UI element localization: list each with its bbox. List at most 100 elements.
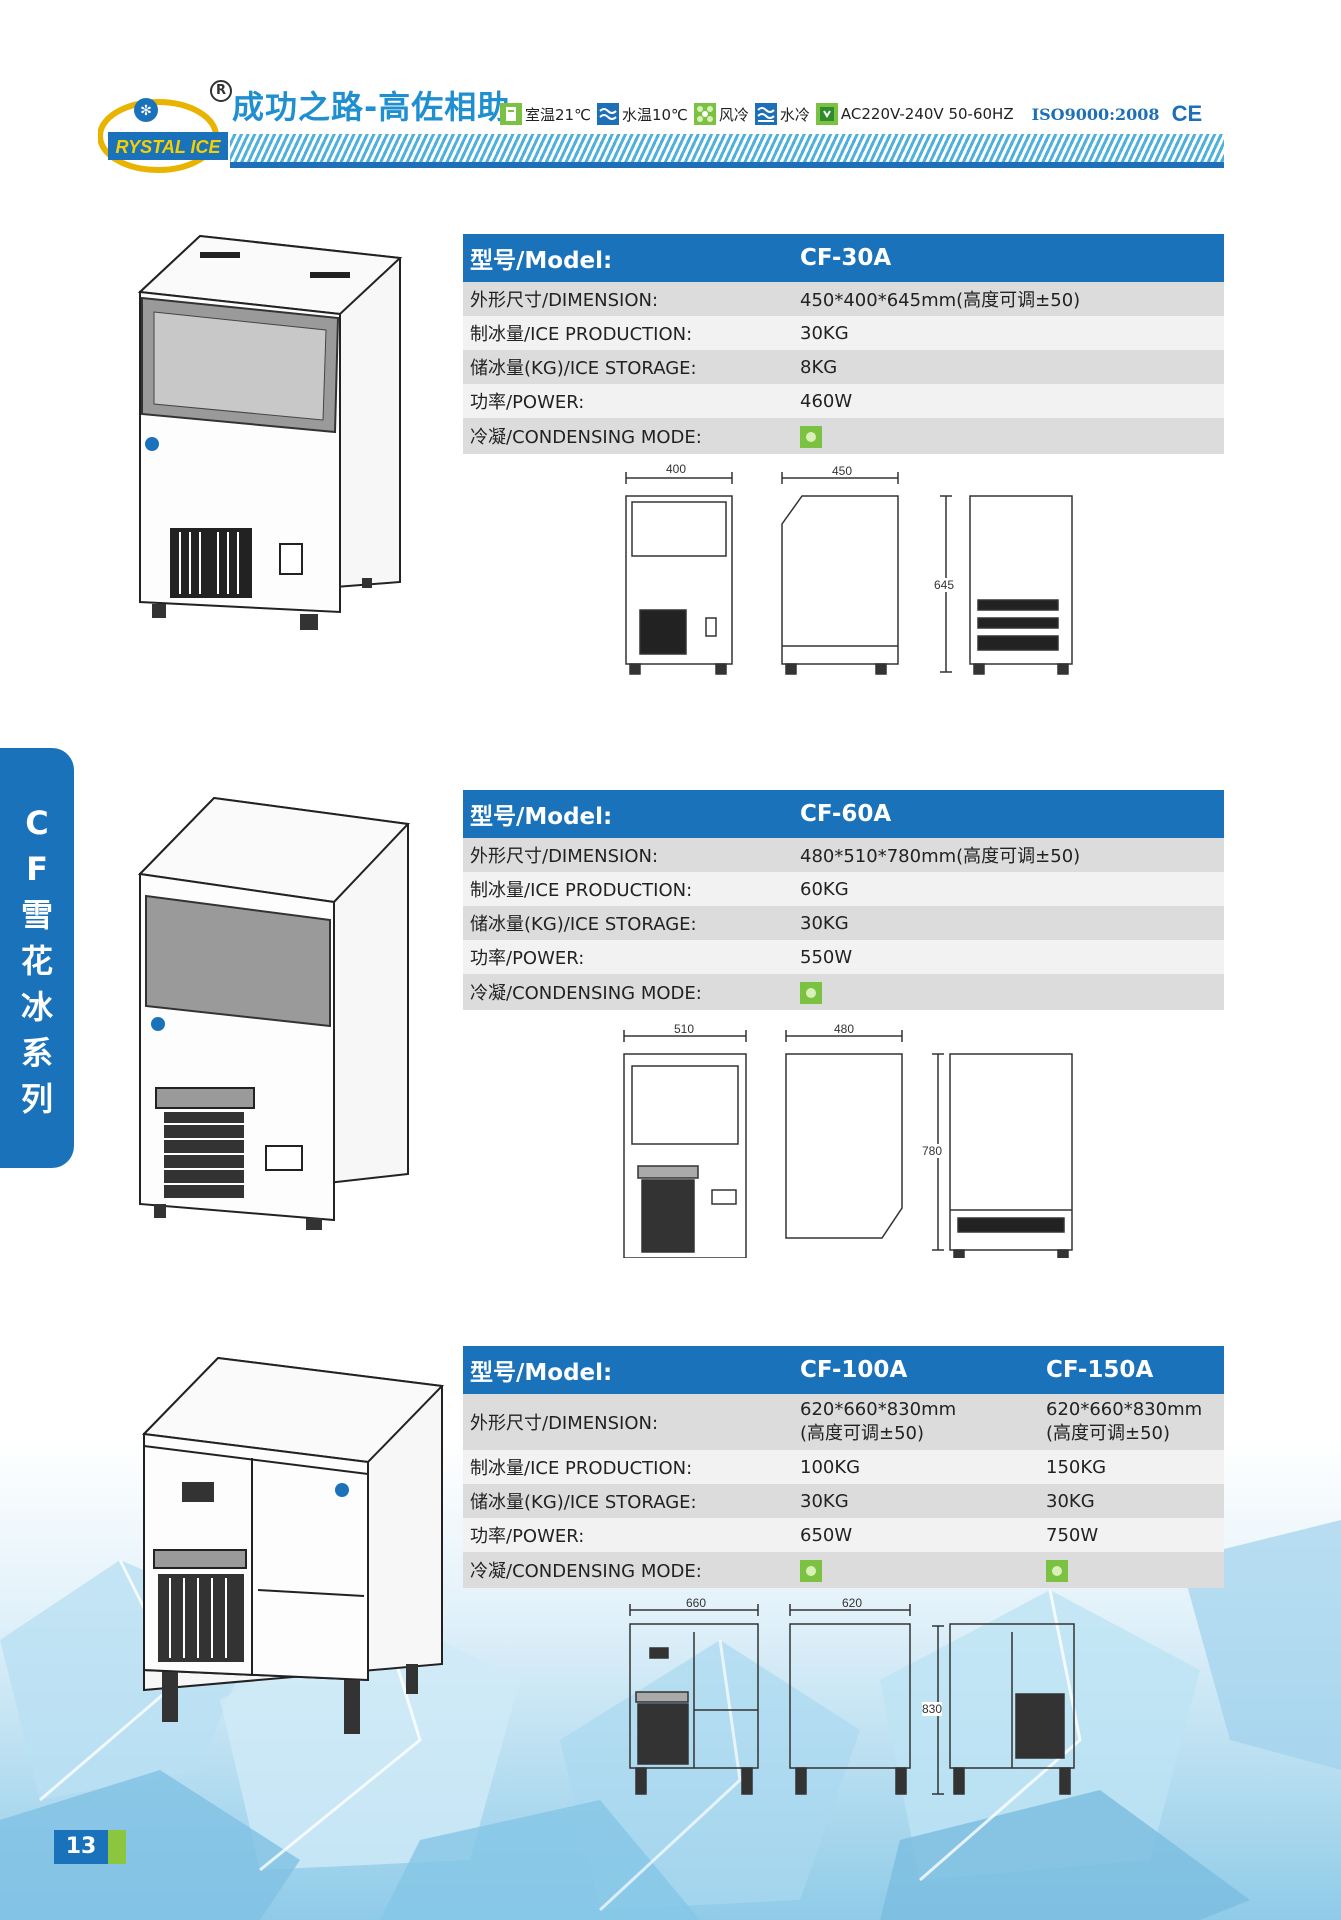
ice-storage-value: 30KG	[1039, 1484, 1224, 1518]
technical-drawing-cf-30a: 400 450 645	[620, 460, 1090, 684]
room-temp-icon	[500, 103, 522, 125]
ice-storage-label: 储冰量(KG)/ICE STORAGE:	[463, 1484, 793, 1518]
dimension-value-line2: (高度可调±50)	[800, 1423, 925, 1444]
condensing-mode-label: 冷凝/CONDENSING MODE:	[463, 1552, 793, 1588]
dim-front-width: 400	[666, 462, 687, 476]
header-stripe	[230, 134, 1224, 168]
dimension-label: 外形尺寸/DIMENSION:	[463, 282, 793, 316]
technical-drawing-cf-60a: 510 480 780	[620, 1018, 1090, 1262]
table-row: 制冰量/ICE PRODUCTION: 60KG	[463, 872, 1224, 906]
table-row: 储冰量(KG)/ICE STORAGE: 30KG	[463, 906, 1224, 940]
power-icon	[815, 103, 838, 125]
series-char: 系	[20, 1034, 53, 1072]
spec-water-cooling-label: 水冷	[779, 105, 810, 124]
iso-certification: ISO9000:2008	[1031, 104, 1160, 124]
series-title: C F 雪 花 冰 系 列	[0, 800, 74, 1122]
spec-table-cf-60a: 型号/Model: CF-60A 外形尺寸/DIMENSION: 480*510…	[463, 790, 1224, 1010]
table-header-row: 型号/Model: CF-60A	[463, 790, 1224, 838]
ice-production-value: 150KG	[1039, 1450, 1224, 1484]
air-cooling-icon	[800, 982, 822, 1004]
table-row: 制冰量/ICE PRODUCTION: 30KG	[463, 316, 1224, 350]
ice-storage-value: 30KG	[793, 906, 1224, 940]
spec-water-temp-label: 水温10℃	[621, 105, 688, 124]
model-value: CF-60A	[793, 790, 1224, 838]
table-row: 功率/POWER: 550W	[463, 940, 1224, 974]
table-row: 冷凝/CONDENSING MODE:	[463, 1552, 1224, 1588]
ice-production-label: 制冰量/ICE PRODUCTION:	[463, 316, 793, 350]
slogan: 成功之路-高佐相助	[232, 88, 511, 126]
air-cooling-icon	[800, 1560, 822, 1582]
spec-power: AC220V-240V 50-60HZ	[815, 103, 1014, 125]
table-header-row: 型号/Model: CF-100A CF-150A	[463, 1346, 1224, 1394]
dimension-label: 外形尺寸/DIMENSION:	[463, 838, 793, 872]
dim-side-depth: 480	[834, 1022, 855, 1036]
power-value: 460W	[793, 384, 1224, 418]
series-char: F	[26, 850, 48, 888]
product-image-cf-60a	[134, 794, 414, 1238]
power-value: 750W	[1039, 1518, 1224, 1552]
dimension-value-line1: 620*660*830mm	[1046, 1399, 1203, 1420]
water-temp-icon	[596, 103, 619, 125]
power-value: 550W	[793, 940, 1224, 974]
product-image-cf-100a	[140, 1354, 450, 1758]
air-cooling-icon	[800, 426, 822, 448]
dimension-value-line2: (高度可调±50)	[1046, 1423, 1171, 1444]
dim-height: 830	[922, 1702, 943, 1716]
dim-side-depth: 450	[832, 464, 853, 478]
ce-mark: CE	[1171, 101, 1203, 126]
dimension-value: 450*400*645mm(高度可调±50)	[793, 282, 1224, 316]
spec-table-cf-30a: 型号/Model: CF-30A 外形尺寸/DIMENSION: 450*400…	[463, 234, 1224, 454]
spec-table-cf-100a-cf-150a: 型号/Model: CF-100A CF-150A 外形尺寸/DIMENSION…	[463, 1346, 1224, 1588]
series-side-tab: C F 雪 花 冰 系 列	[0, 748, 74, 1168]
series-char: 雪	[20, 896, 53, 934]
air-cooling-icon	[1046, 1560, 1068, 1582]
svg-text:✻: ✻	[140, 103, 152, 119]
power-value: 650W	[793, 1518, 1039, 1552]
table-row: 制冰量/ICE PRODUCTION: 100KG 150KG	[463, 1450, 1224, 1484]
condensing-mode-label: 冷凝/CONDENSING MODE:	[463, 418, 793, 454]
water-cooling-icon	[754, 103, 777, 125]
page-number: 13	[54, 1830, 108, 1864]
model-value: CF-150A	[1039, 1346, 1224, 1394]
power-label: 功率/POWER:	[463, 940, 793, 974]
dimension-value-line1: 620*660*830mm	[800, 1399, 957, 1420]
table-row: 外形尺寸/DIMENSION: 620*660*830mm (高度可调±50) …	[463, 1394, 1224, 1450]
model-label: 型号/Model:	[463, 1346, 793, 1394]
series-char: 列	[20, 1080, 53, 1118]
dim-front-width: 510	[674, 1022, 695, 1036]
spec-room-temp-label: 室温21℃	[525, 105, 591, 124]
spec-air-cooling-label: 风冷	[718, 105, 749, 124]
product-image-cf-30a	[130, 232, 410, 656]
spec-power-label: AC220V-240V 50-60HZ	[840, 105, 1014, 123]
dimension-value: 620*660*830mm (高度可调±50)	[1039, 1394, 1224, 1450]
spec-water-cooling: 水冷	[754, 103, 810, 125]
spec-bar: 室温21℃ 水温10℃ 风冷 水冷 AC220V-240V 50-60HZ IS…	[500, 98, 1202, 130]
ice-storage-label: 储冰量(KG)/ICE STORAGE:	[463, 350, 793, 384]
ice-production-label: 制冰量/ICE PRODUCTION:	[463, 1450, 793, 1484]
dimension-value: 620*660*830mm (高度可调±50)	[793, 1394, 1039, 1450]
spec-air-cooling: 风冷	[693, 103, 749, 125]
condensing-mode-label: 冷凝/CONDENSING MODE:	[463, 974, 793, 1010]
model-value: CF-100A	[793, 1346, 1039, 1394]
page-number-accent	[108, 1830, 126, 1864]
table-row: 外形尺寸/DIMENSION: 480*510*780mm(高度可调±50)	[463, 838, 1224, 872]
table-row: 冷凝/CONDENSING MODE:	[463, 418, 1224, 454]
spec-water-temp: 水温10℃	[596, 103, 688, 125]
logo-text: RYSTAL ICE	[115, 137, 221, 157]
ice-storage-value: 8KG	[793, 350, 1224, 384]
ice-storage-value: 30KG	[793, 1484, 1039, 1518]
series-char: 花	[20, 942, 53, 980]
table-header-row: 型号/Model: CF-30A	[463, 234, 1224, 282]
dimension-value: 480*510*780mm(高度可调±50)	[793, 838, 1224, 872]
table-row: 功率/POWER: 650W 750W	[463, 1518, 1224, 1552]
table-row: 功率/POWER: 460W	[463, 384, 1224, 418]
ice-storage-label: 储冰量(KG)/ICE STORAGE:	[463, 906, 793, 940]
series-char: C	[25, 804, 49, 842]
dimension-label: 外形尺寸/DIMENSION:	[463, 1394, 793, 1450]
table-row: 冷凝/CONDENSING MODE:	[463, 974, 1224, 1010]
table-row: 外形尺寸/DIMENSION: 450*400*645mm(高度可调±50)	[463, 282, 1224, 316]
ice-production-value: 60KG	[793, 872, 1224, 906]
model-value: CF-30A	[793, 234, 1224, 282]
technical-drawing-cf-100a: 660 620 830	[620, 1592, 1090, 1808]
air-cooling-icon	[693, 103, 716, 125]
